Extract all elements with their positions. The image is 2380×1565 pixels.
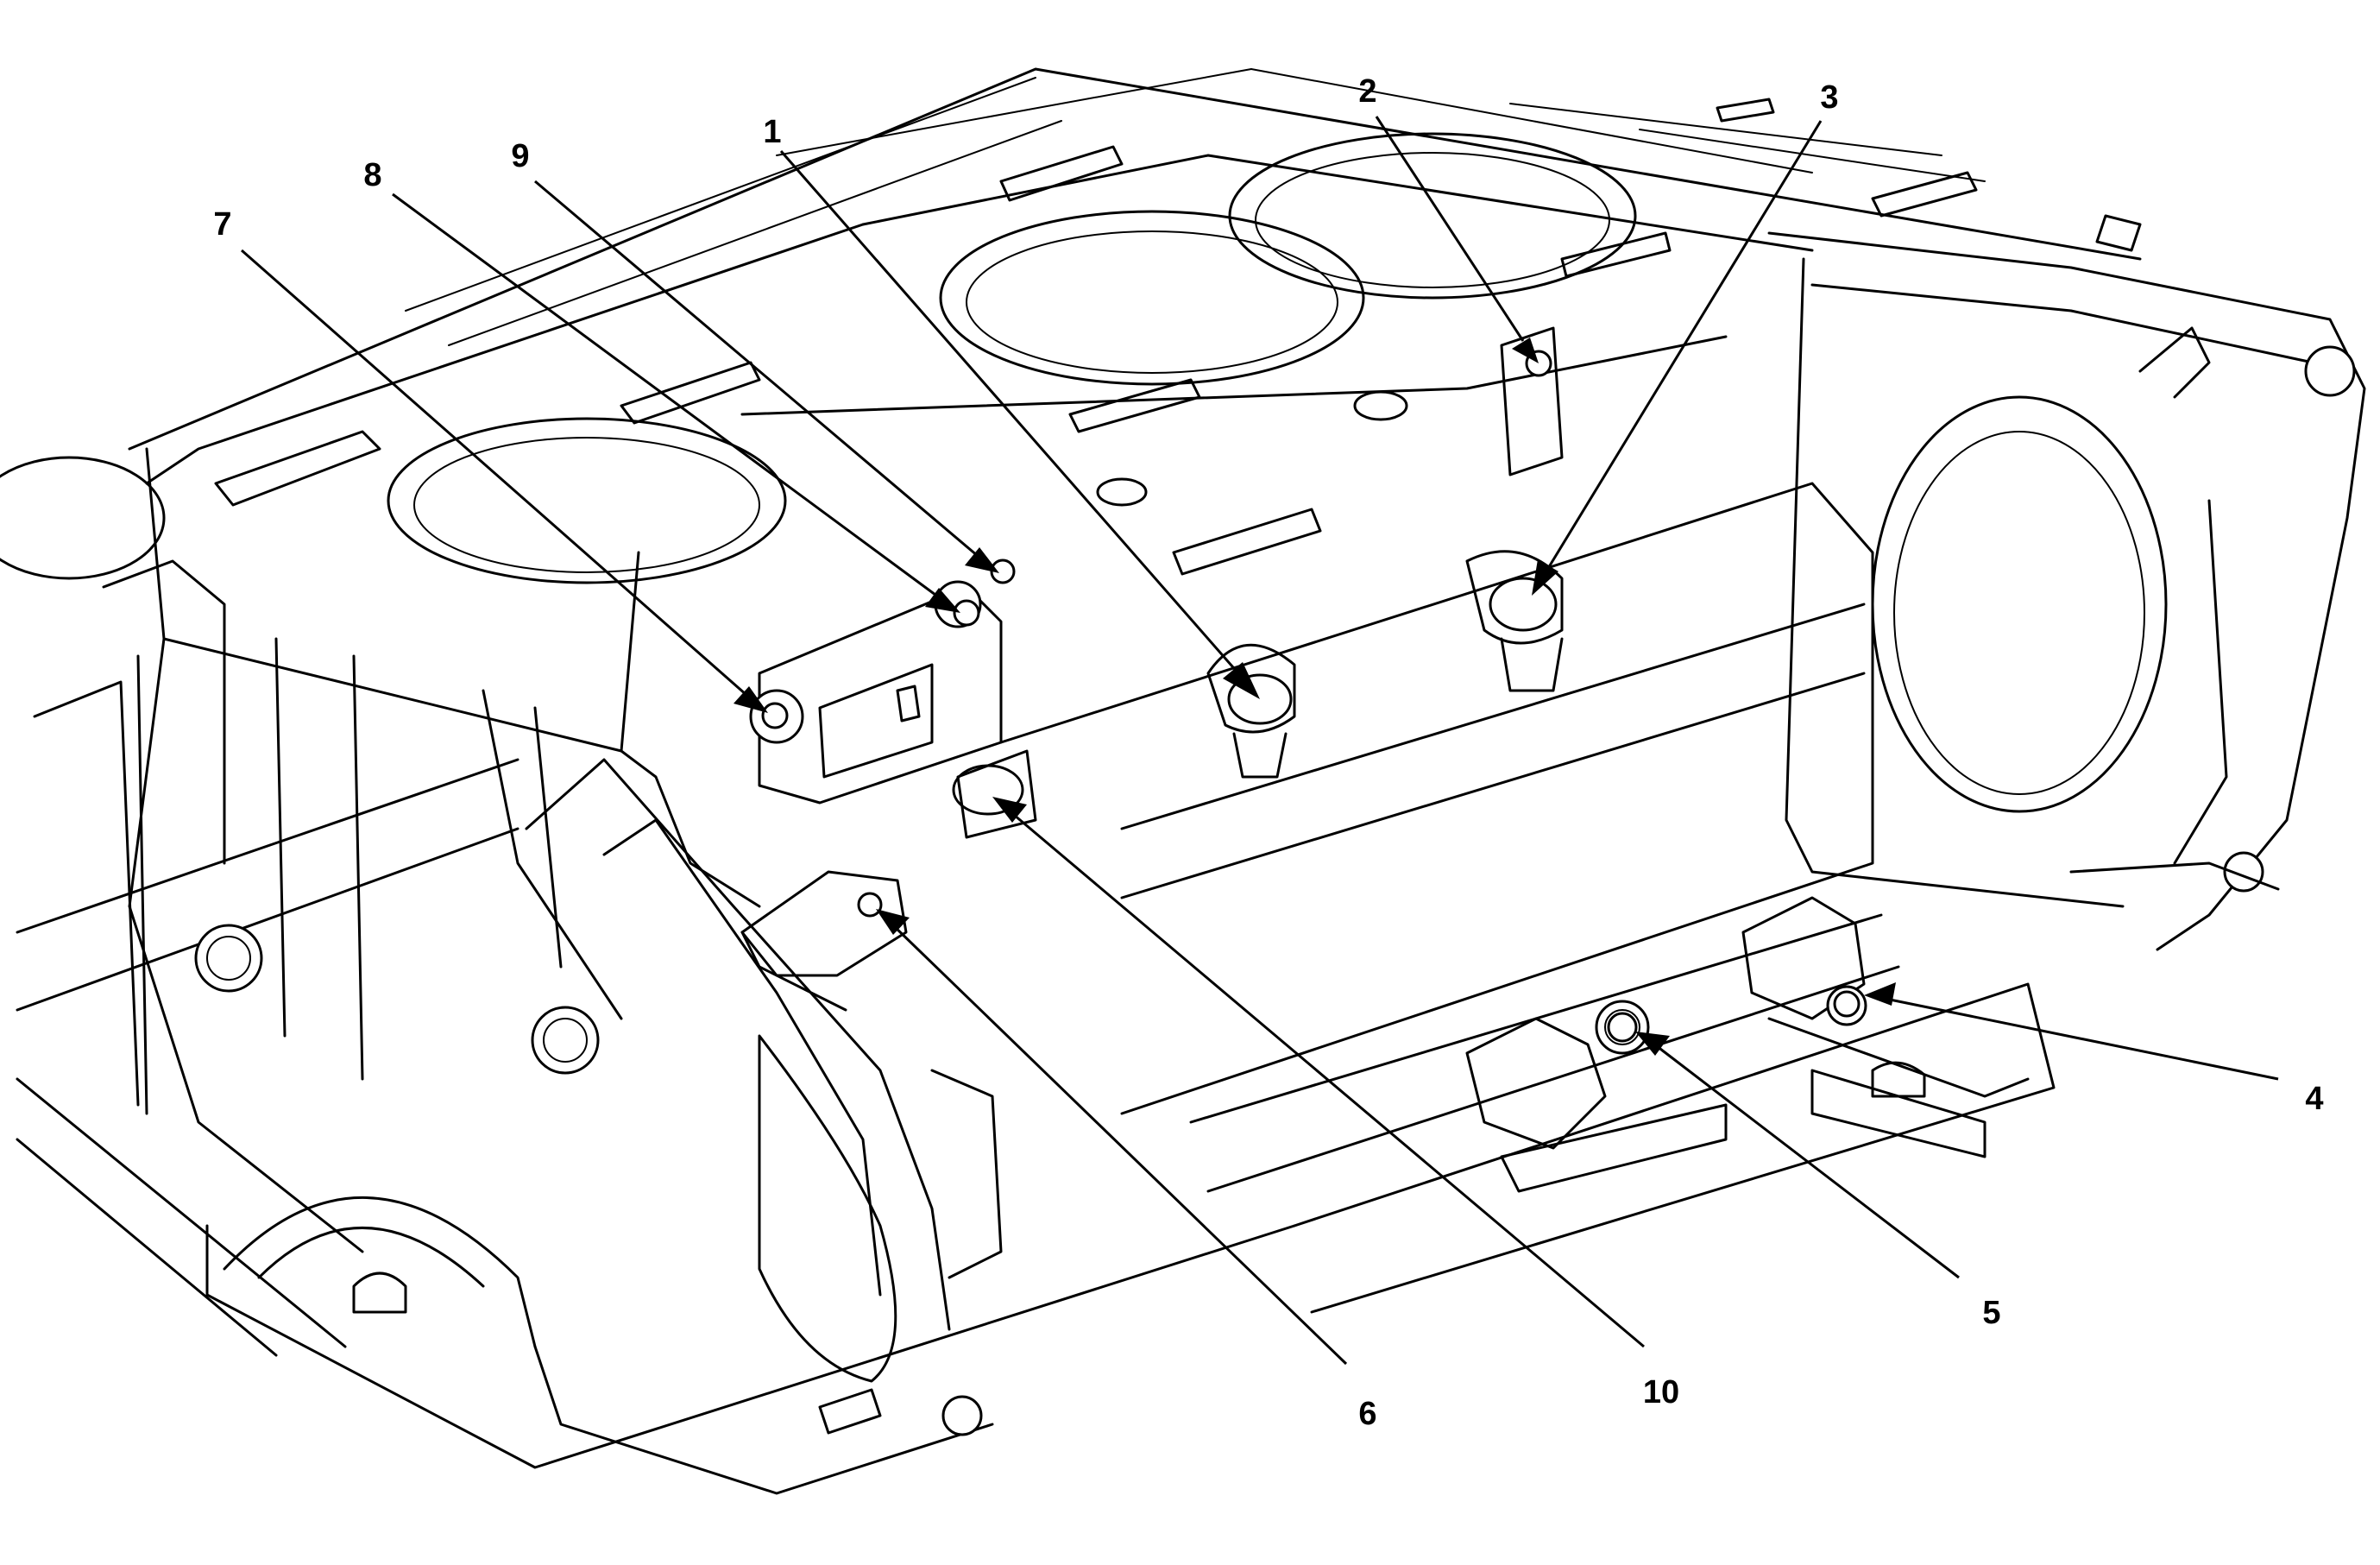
callout-leader-10 (1013, 813, 1645, 1348)
callout-labels: 1 2 3 4 5 6 7 8 9 10 (213, 73, 2323, 1432)
callout-label-3: 3 (1820, 79, 1838, 116)
callout-leader-8 (392, 192, 940, 599)
callout-leader-3 (1546, 120, 1823, 571)
callout-label-8: 8 (363, 157, 381, 193)
callout-arrow-8 (925, 588, 960, 613)
callout-arrow-6 (876, 909, 910, 935)
callout-leader-2 (1375, 116, 1525, 342)
callout-label-2: 2 (1358, 73, 1376, 110)
callout-leader-1 (779, 150, 1240, 674)
callout-arrow-5 (1635, 1032, 1670, 1056)
callout-arrow-3 (1532, 559, 1558, 596)
callout-leader-7 (241, 249, 747, 697)
callout-arrow-10 (992, 797, 1027, 823)
engine-block-drawing (0, 67, 2366, 1495)
callout-arrow-9 (965, 547, 999, 573)
callout-arrow-4 (1864, 982, 1896, 1006)
callout-label-7: 7 (213, 206, 231, 243)
callout-label-4: 4 (2305, 1081, 2323, 1117)
callout-label-6: 6 (1358, 1396, 1376, 1432)
callout-label-5: 5 (1982, 1295, 2000, 1331)
callout-label-1: 1 (763, 114, 781, 150)
callout-leader-6 (891, 924, 1348, 1366)
callout-arrow-7 (734, 686, 768, 713)
callout-leader-5 (1656, 1044, 1960, 1279)
callout-label-10: 10 (1643, 1374, 1679, 1410)
callout-leaders (241, 116, 2279, 1366)
callout-leader-4 (1889, 998, 2279, 1081)
callout-arrow-1 (1223, 662, 1260, 699)
callout-arrow-2 (1512, 338, 1539, 363)
callout-leader-9 (534, 180, 979, 558)
callout-label-9: 9 (511, 138, 529, 174)
